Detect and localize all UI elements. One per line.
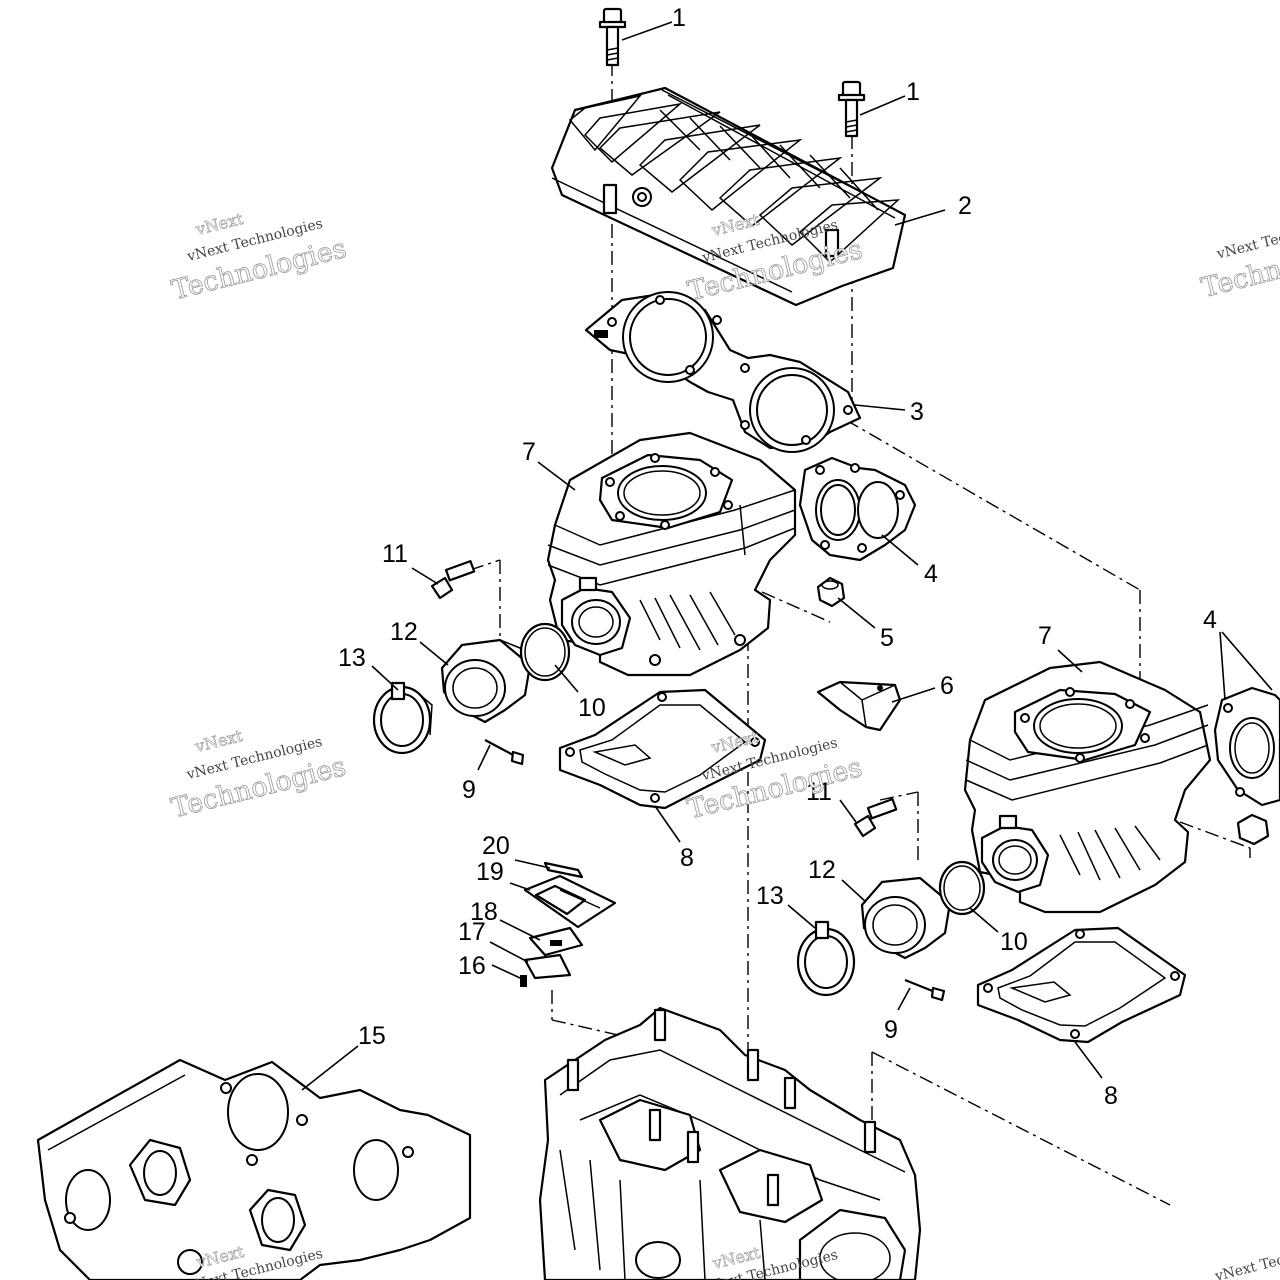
callout-7-left: 7 [522, 438, 536, 466]
head-bolt-left [598, 7, 627, 67]
callout-2: 2 [958, 192, 972, 220]
callout-13-left: 13 [338, 644, 366, 672]
crankcase [538, 1006, 922, 1280]
callout-10-right: 10 [1000, 928, 1028, 956]
oring-left [519, 622, 571, 682]
leader-lines [301, 21, 1273, 1091]
clamp-screw-left [484, 739, 525, 766]
callout-6: 6 [940, 672, 954, 700]
callout-10-left: 10 [578, 694, 606, 722]
head-gasket [584, 291, 862, 453]
callout-8-left: 8 [680, 844, 694, 872]
callout-7-right: 7 [1038, 622, 1052, 650]
callout-11-left: 11 [382, 540, 408, 568]
callout-3: 3 [910, 398, 924, 426]
callout-16: 16 [458, 952, 486, 980]
callout-labels: 1 1 2 3 4 4 5 6 7 7 8 8 9 9 10 10 11 11 … [338, 4, 1217, 1110]
callout-8-right: 8 [1104, 1082, 1118, 1110]
callout-13-right: 13 [756, 882, 784, 910]
intake-boot-left [440, 638, 532, 724]
callout-12-left: 12 [390, 618, 418, 646]
base-gasket-right [976, 926, 1187, 1044]
intake-clamp-right [796, 920, 856, 997]
watermark-company: vNext Technologies [1212, 1236, 1280, 1280]
head-bolt-right [837, 80, 866, 138]
cylinder-head [550, 86, 907, 307]
intake-boot-right [860, 876, 952, 960]
cylinder-spacer-block [816, 680, 902, 732]
callout-1-right: 1 [906, 78, 920, 106]
callout-18: 18 [470, 898, 498, 926]
callout-17: 17 [458, 918, 486, 946]
callout-9-left: 9 [462, 776, 476, 804]
cylinder-studs [566, 1008, 877, 1207]
watermark-brand: vNext [193, 209, 246, 239]
manifold-heat-shield [36, 1058, 472, 1280]
exhaust-nut-left [816, 576, 846, 608]
exhaust-nut-right [1236, 813, 1270, 846]
callout-15: 15 [358, 1022, 386, 1050]
exhaust-gasket-left [798, 456, 917, 562]
base-gasket-left [558, 688, 767, 810]
clamp-screw-right [904, 978, 946, 1002]
intake-bolt-right [853, 798, 898, 838]
reed-valve-stack [520, 861, 617, 987]
callout-20: 20 [482, 832, 510, 860]
callout-19: 19 [476, 858, 504, 886]
exhaust-gasket-right [1213, 686, 1280, 807]
callout-4-right: 4 [1203, 606, 1217, 634]
watermark-brand: vNext [192, 726, 245, 756]
callout-11-right: 11 [806, 778, 832, 806]
callout-1-left: 1 [672, 4, 686, 32]
callout-12-right: 12 [808, 856, 836, 884]
cylinder-right [963, 660, 1212, 914]
cylinder-left [546, 431, 797, 677]
oring-right [938, 860, 986, 916]
callout-9-right: 9 [884, 1016, 898, 1044]
callout-4-left: 4 [924, 560, 938, 588]
callout-5: 5 [880, 624, 894, 652]
intake-clamp-left [372, 681, 433, 755]
intake-bolt-left [430, 560, 476, 600]
